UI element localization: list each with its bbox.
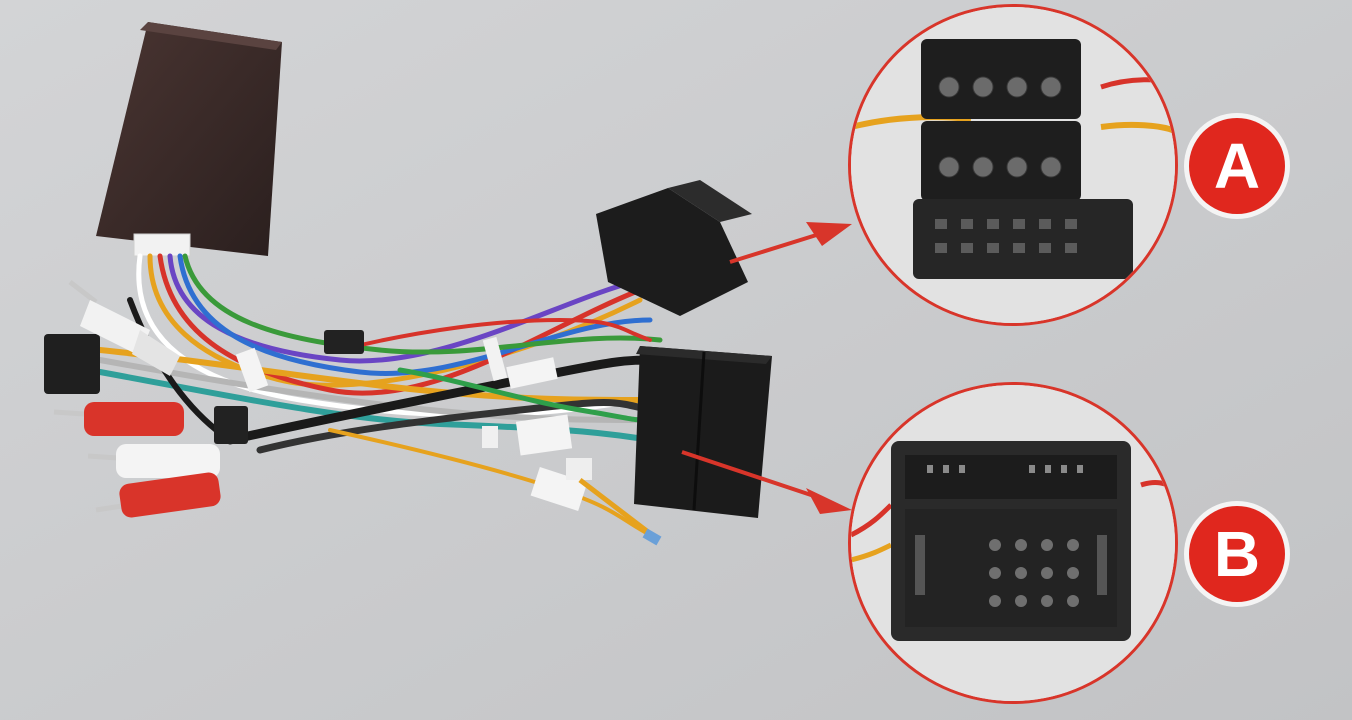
connector-a-photo	[596, 180, 752, 316]
small-plugs	[44, 330, 662, 546]
connector-a-closeup	[848, 4, 1178, 326]
label-b-badge: B	[1189, 506, 1285, 602]
arrow-icon	[729, 222, 852, 264]
cable-labels	[235, 336, 588, 511]
label-a-badge: A	[1189, 118, 1285, 214]
interface-module	[96, 22, 282, 257]
rca-red-3	[95, 472, 221, 518]
rca-red-1	[53, 402, 184, 436]
rca-plugs	[53, 280, 221, 518]
rca-white-2	[87, 444, 220, 478]
connector-b-closeup	[848, 382, 1178, 704]
connector-b-photo	[634, 346, 772, 518]
rca-white-top	[68, 280, 180, 376]
arrow-icon	[681, 450, 852, 514]
